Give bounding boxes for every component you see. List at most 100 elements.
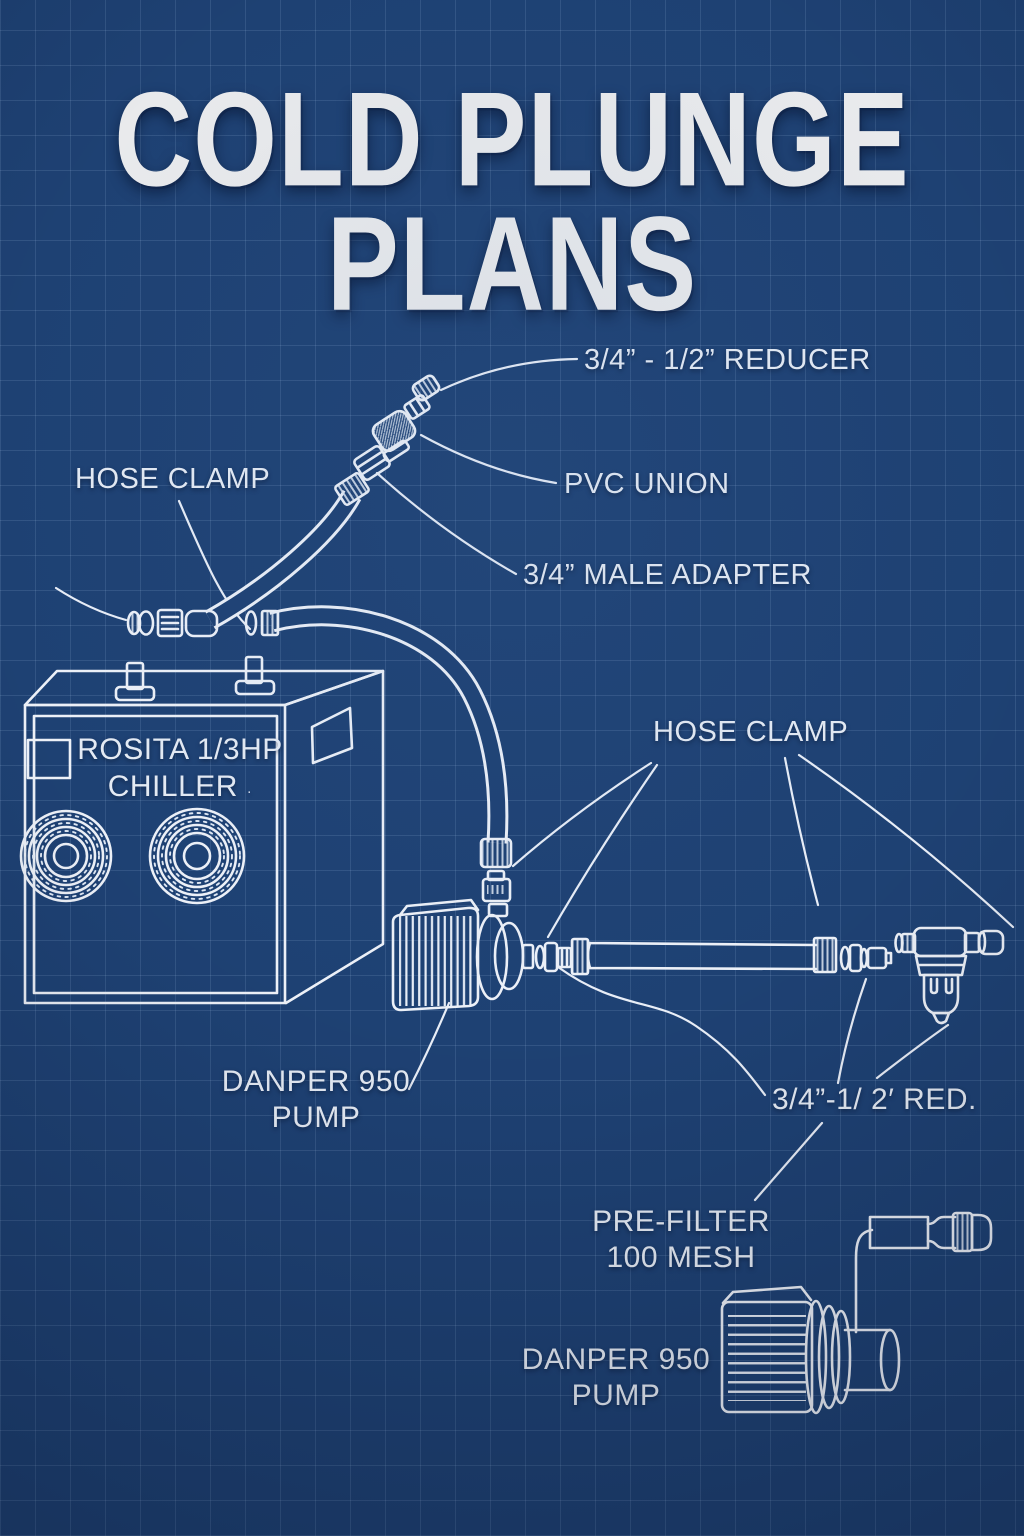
leader-reducer-top [439, 357, 579, 392]
hose-clamp-above-pump [479, 837, 513, 869]
prefilter-outlet-ring [977, 930, 987, 954]
fitting-nut [156, 608, 184, 638]
label-pump2-line1: DANPER 950 [521, 1343, 711, 1376]
pump1-ribs [399, 916, 473, 1006]
label-pump1-line1: DANPER 950 [221, 1065, 411, 1098]
pump1-front-disc [493, 921, 525, 991]
pump2-top-face [721, 1285, 813, 1305]
leader-reducer-bottom-right [836, 977, 868, 1085]
leader-hose-clamp-left-b [54, 586, 128, 622]
male-adapter-fitting [353, 444, 391, 482]
leader-lines [54, 357, 1015, 1202]
reducer-right-tip [884, 951, 893, 965]
pump1-drawing [391, 898, 535, 1012]
outlet-line [534, 936, 893, 976]
title-line2: PLANS [326, 189, 698, 340]
prefilter-drawing [894, 926, 1005, 1025]
prefilter-head [912, 926, 968, 958]
chiller-front-face [23, 703, 287, 1005]
assembly-end-cap [970, 1213, 993, 1252]
pvc-union-fitting [371, 409, 417, 463]
label-chiller-line1: ROSITA 1/3HP [77, 733, 283, 766]
fittings-row-left [126, 608, 280, 638]
pump2-collar-3 [830, 1309, 852, 1405]
hose-clamp-block [260, 609, 280, 637]
pump2-drawing [720, 1285, 901, 1415]
label-prefilter: PRE-FILTER 100 MESH [561, 1204, 801, 1276]
adapter-body [481, 877, 512, 903]
tube-clamp-left [570, 937, 590, 976]
pump-inlet-stack [479, 837, 513, 918]
coupler-ring [534, 944, 546, 970]
chiller-side-vent [310, 706, 354, 765]
chiller-stray-mark: · [246, 783, 253, 800]
leader-prefilter-b [875, 1023, 950, 1080]
reducer-right-body [866, 946, 888, 970]
assembly-clamp [951, 1211, 974, 1253]
label-pvc-union: PVC UNION [564, 468, 730, 500]
hose-upper-left [184, 489, 362, 638]
prefilter-cartridge [929, 977, 954, 995]
chiller-foot-left [114, 661, 156, 702]
fan-grille-left [19, 809, 113, 903]
leader-hose-clamp-right-d [797, 753, 1015, 929]
leader-pump1 [407, 1001, 451, 1091]
leader-hose-clamp-right-a [511, 761, 653, 868]
label-pump2-line2: PUMP [571, 1379, 661, 1412]
label-hose-clamp-left: HOSE CLAMP [75, 463, 271, 495]
hose-clamp-ring-b [137, 610, 155, 636]
assembly-pipe-body [868, 1215, 930, 1250]
reducer-left [556, 946, 573, 969]
chiller-right-face [283, 669, 385, 1005]
clamp-ring [244, 610, 258, 636]
leader-reducer-bottom-left [556, 965, 767, 1097]
prefilter-collar [914, 954, 968, 977]
leader-prefilter-a [753, 1121, 824, 1202]
coupler-flange [543, 941, 559, 973]
label-pump2: DANPER 950 PUMP [496, 1342, 736, 1414]
hose-end-cap [184, 609, 219, 638]
leader-male-adapter [375, 471, 518, 576]
fan-grille-right [148, 807, 246, 905]
reducer-fitting [411, 374, 441, 402]
reducer-right-ring2 [859, 947, 869, 969]
assembly-neck [926, 1215, 957, 1250]
reducer-collar [403, 394, 431, 420]
chiller-left-panel [26, 738, 72, 780]
leader-hose-clamp-left-a [177, 499, 252, 631]
chiller-drawing [19, 655, 385, 1005]
hose-to-pump [269, 605, 509, 844]
label-prefilter-line2: 100 MESH [606, 1241, 756, 1274]
outlet-assembly-drawing [854, 1211, 993, 1334]
label-male-adapter: 3/4” MALE ADAPTER [523, 559, 812, 591]
leader-pvc-union [419, 433, 558, 485]
chiller-front-inset [32, 714, 279, 995]
chiller-foot-right [234, 655, 276, 696]
pump1-top-face [398, 898, 480, 917]
pump2-ribs [728, 1315, 806, 1401]
title-line1: COLD PLUNGE [114, 64, 910, 215]
prefilter-drain-tip [931, 1011, 951, 1025]
pump1-body [391, 906, 480, 1012]
assembly-down-pipe [854, 1228, 874, 1334]
pump2-outlet-cap [879, 1328, 901, 1392]
pump2-outlet-lines [843, 1328, 892, 1392]
label-chiller-line2: CHILLER · [107, 770, 253, 803]
label-chiller: ROSITA 1/3HP CHILLER · [60, 731, 300, 810]
reducer-left-ridges [560, 948, 569, 967]
label-pump1-line2: PUMP [271, 1101, 361, 1134]
pump2-collar-1 [804, 1299, 828, 1415]
fitting-chain [334, 374, 441, 507]
pump1-outlet-nub [521, 943, 535, 970]
reducer-right-ring [839, 945, 851, 971]
adapter-band [487, 885, 506, 894]
leader-hose-clamp-right-c [783, 756, 820, 907]
inlet-stub [487, 902, 509, 918]
label-reducer-top: 3/4” - 1/2” REDUCER [584, 344, 871, 376]
pump1-front-ring [475, 913, 509, 1001]
fitting-nut-ridges [160, 615, 180, 631]
reducer-right-flange [848, 943, 863, 973]
page-title: COLD PLUNGE PLANS [10, 64, 1014, 340]
